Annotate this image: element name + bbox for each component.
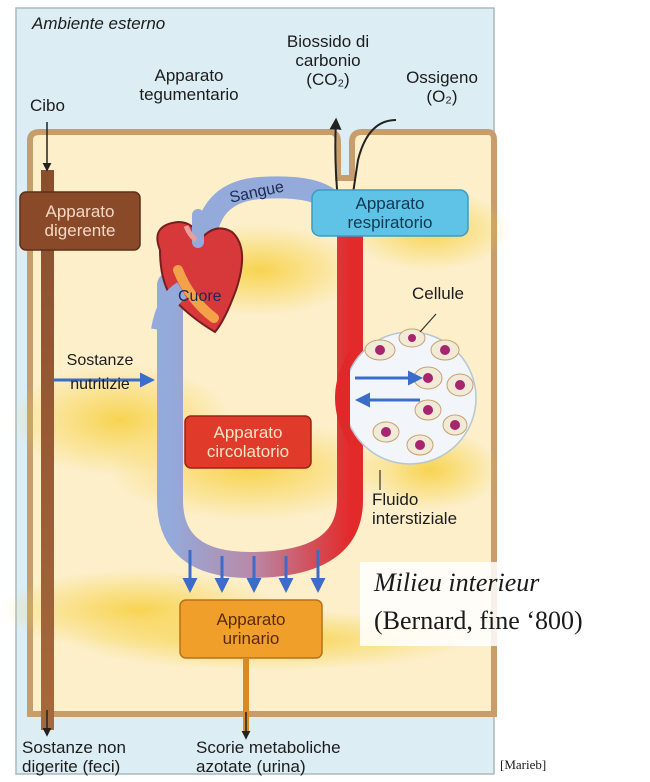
label-co2-l2: carbonio <box>268 51 388 70</box>
label-fluido-l1: Fluido <box>372 490 457 509</box>
digestive-tract <box>41 170 54 730</box>
label-fluido-interstiziale: Fluido interstiziale <box>372 490 457 528</box>
label-o2-l2: (O₂) <box>392 87 492 106</box>
label-scorie-l1: Scorie metaboliche <box>196 738 341 757</box>
respiratory-label: Apparato respiratorio <box>312 190 468 236</box>
label-sostanze-nutritizie: Sostanze nutritizie <box>52 352 148 394</box>
circulatory-label-l2: circolatorio <box>207 442 289 461</box>
urinary-label: Apparato urinario <box>180 600 322 658</box>
label-o2-l1: Ossigeno <box>392 68 492 87</box>
label-cuore: Cuore <box>178 288 222 306</box>
label-fluido-l2: interstiziale <box>372 509 457 528</box>
label-ambiente-esterno: Ambiente esterno <box>32 14 165 33</box>
label-tegumentario-l1: Apparato <box>118 66 260 85</box>
respiratory-label-l1: Apparato <box>347 194 432 213</box>
label-feci-l2: digerite (feci) <box>22 757 126 776</box>
label-scorie: Scorie metaboliche azotate (urina) <box>196 738 341 776</box>
label-cellule: Cellule <box>412 284 464 303</box>
circulatory-label-l1: Apparato <box>207 423 289 442</box>
label-cibo: Cibo <box>30 96 65 115</box>
circulatory-label: Apparato circolatorio <box>185 416 311 468</box>
label-feci-l1: Sostanze non <box>22 738 126 757</box>
label-co2-l1: Biossido di <box>268 32 388 51</box>
label-source: [Marieb] <box>500 758 546 773</box>
label-sostanze-l2: nutritizie <box>52 376 148 394</box>
label-co2-l3: (CO₂) <box>268 70 388 89</box>
label-tegumentario-l2: tegumentario <box>118 85 260 104</box>
digestive-label-l2: digerente <box>45 221 116 240</box>
urinary-label-l2: urinario <box>217 629 286 648</box>
urinary-label-l1: Apparato <box>217 610 286 629</box>
label-feci: Sostanze non digerite (feci) <box>22 738 126 776</box>
digestive-label: Apparato digerente <box>20 192 140 250</box>
label-o2: Ossigeno (O₂) <box>392 68 492 106</box>
label-scorie-l2: azotate (urina) <box>196 757 341 776</box>
digestive-label-l1: Apparato <box>45 202 116 221</box>
label-bernard: (Bernard, fine ‘800) <box>374 606 583 635</box>
label-milieu-interieur: Milieu interieur <box>374 568 539 597</box>
respiratory-label-l2: respiratorio <box>347 213 432 232</box>
label-co2: Biossido di carbonio (CO₂) <box>268 32 388 89</box>
label-sostanze-l1: Sostanze <box>52 352 148 370</box>
label-tegumentario: Apparato tegumentario <box>118 66 260 104</box>
